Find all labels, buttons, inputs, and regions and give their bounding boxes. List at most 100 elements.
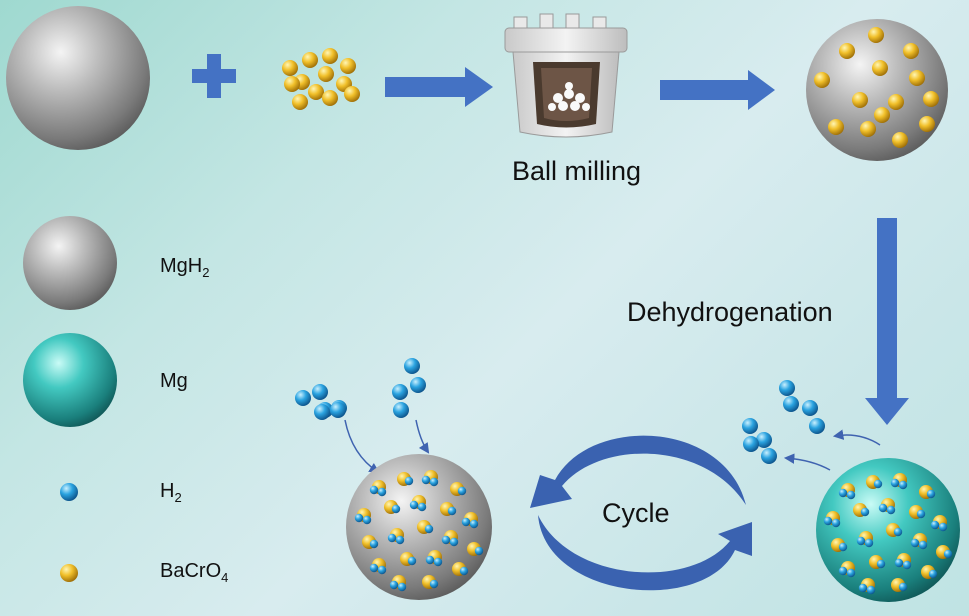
- h2-atom: [894, 558, 904, 568]
- bacro4-particle: [860, 121, 876, 137]
- h2-atom: [838, 566, 848, 576]
- h2-molecule-atom: [330, 402, 346, 418]
- h2-molecule-atom: [809, 418, 825, 434]
- mgh2-particle-large: [6, 6, 150, 150]
- h2-atom: [898, 582, 908, 592]
- h2-atom: [838, 542, 848, 552]
- h2-atom: [876, 559, 886, 569]
- bacro4-particle: [344, 86, 360, 102]
- h2-molecule-atom: [756, 432, 772, 448]
- legend-mgh2-icon: [23, 216, 117, 310]
- legend-mg-icon: [23, 333, 117, 427]
- mgh2-bacro4-composite-particle: [806, 19, 948, 161]
- ball-mill-jar-icon: [504, 13, 628, 138]
- legend-mg-label: Mg: [160, 370, 188, 392]
- h2-molecule-atom: [783, 396, 799, 412]
- legend-mgh2-label: MgH2: [160, 255, 210, 280]
- h2-molecule-atom: [295, 390, 311, 406]
- h2-molecules-incoming: [295, 358, 426, 420]
- hydrogenated-composite-particle: [346, 454, 492, 600]
- h2-molecule-atom: [404, 358, 420, 374]
- h2-atom: [449, 537, 459, 547]
- arrow-to-composite-icon: [660, 70, 775, 110]
- h2-atom: [407, 556, 417, 566]
- h2-absorption-arrows-icon: [344, 419, 430, 474]
- h2-molecule-atom: [761, 448, 777, 464]
- h2-molecule-atom: [312, 384, 328, 400]
- bacro4-particle: [892, 132, 908, 148]
- h2-release-arrows-icon: [783, 429, 881, 471]
- h2-atom: [391, 504, 401, 514]
- legend-h2-icon: [60, 483, 78, 501]
- legend-bacro4-icon: [60, 564, 78, 582]
- h2-atom: [429, 477, 439, 487]
- h2-atom: [898, 480, 908, 490]
- bacro4-particle: [868, 27, 884, 43]
- bacro4-particle: [340, 58, 356, 74]
- arrow-down-dehydrogenation-icon: [865, 218, 909, 425]
- h2-atom: [823, 516, 833, 526]
- h2-atom: [831, 518, 841, 528]
- h2-atom: [916, 509, 926, 519]
- h2-atom: [397, 582, 407, 592]
- h2-atom: [918, 540, 928, 550]
- h2-atom: [873, 479, 883, 489]
- h2-atom: [878, 503, 888, 513]
- h2-atom: [928, 569, 938, 579]
- h2-atom: [461, 517, 471, 527]
- bacro4-particle: [302, 52, 318, 68]
- h2-molecule-atom: [802, 400, 818, 416]
- bacro4-particle: [872, 60, 888, 76]
- bacro4-particle: [828, 119, 844, 135]
- h2-atom: [429, 579, 439, 589]
- bacro4-particle: [292, 94, 308, 110]
- h2-atom: [369, 485, 379, 495]
- bacro4-particle: [852, 92, 868, 108]
- h2-atom: [369, 563, 379, 573]
- bacro4-particle: [903, 43, 919, 59]
- h2-atom: [474, 546, 484, 556]
- dehydrogenated-mg-composite-particle: [816, 458, 960, 602]
- h2-molecule-atom: [779, 380, 795, 396]
- h2-atom: [469, 519, 479, 529]
- h2-atom: [395, 535, 405, 545]
- h2-atom: [389, 580, 399, 590]
- h2-atom: [421, 475, 431, 485]
- h2-atom: [447, 506, 457, 516]
- h2-molecule-atom: [743, 436, 759, 452]
- h2-atom: [943, 549, 953, 559]
- h2-atom: [856, 536, 866, 546]
- bacro4-particle: [874, 107, 890, 123]
- bacro4-particle: [284, 76, 300, 92]
- h2-atom: [377, 565, 387, 575]
- h2-atom: [838, 488, 848, 498]
- h2-atom: [886, 505, 896, 515]
- h2-molecule-atom: [410, 377, 426, 393]
- h2-atom: [910, 538, 920, 548]
- arrow-to-ball-mill-icon: [385, 67, 493, 107]
- legend-bacro4-label: BaCrO4: [160, 560, 229, 585]
- bacro4-particle: [318, 66, 334, 82]
- h2-molecule-atom: [392, 384, 408, 400]
- h2-atom: [893, 527, 903, 537]
- bacro4-particle: [282, 60, 298, 76]
- h2-atom: [433, 557, 443, 567]
- dehydrogenation-label: Dehydrogenation: [627, 297, 833, 327]
- h2-atom: [864, 538, 874, 548]
- h2-atom: [457, 486, 467, 496]
- h2-atom: [866, 585, 876, 595]
- h2-atom: [369, 539, 379, 549]
- bacro4-particle: [839, 43, 855, 59]
- bacro4-particle: [888, 94, 904, 110]
- plus-icon: [192, 54, 236, 98]
- h2-atom: [362, 515, 372, 525]
- h2-atom: [424, 524, 434, 534]
- h2-atom: [417, 502, 427, 512]
- h2-atom: [902, 560, 912, 570]
- bacro4-particle: [923, 91, 939, 107]
- h2-atom: [425, 555, 435, 565]
- h2-atom: [890, 478, 900, 488]
- bacro4-particle: [322, 48, 338, 64]
